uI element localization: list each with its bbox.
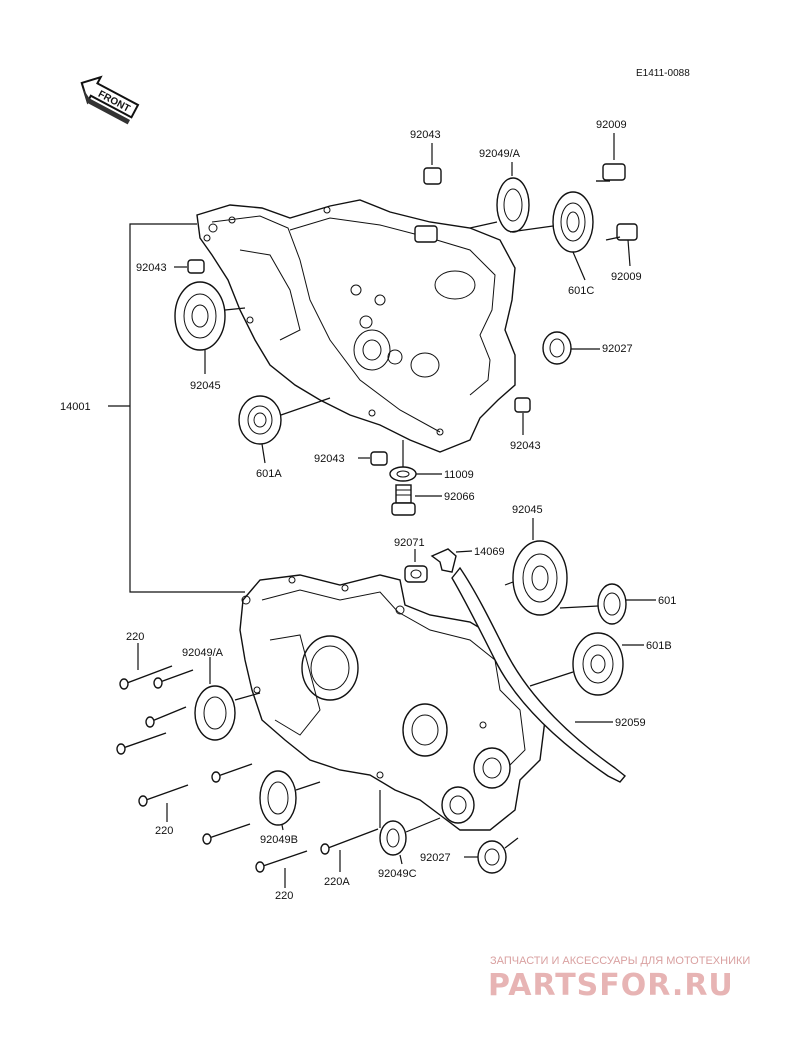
collar-92027-top: [542, 331, 600, 365]
label-92009-mid: 92009: [611, 271, 642, 283]
oil-seal-92049a-top: [469, 162, 530, 233]
label-92071: 92071: [394, 537, 425, 549]
dowel-pin-92043-top: [423, 143, 442, 185]
watermark-tagline: ЗАПЧАСТИ И АКСЕССУАРЫ ДЛЯ МОТОТЕХНИКИ: [490, 955, 750, 967]
crankcase-assembly-bracket: [108, 223, 245, 593]
label-92045-left: 92045: [190, 380, 221, 392]
breather-elbow-14069: [430, 548, 473, 573]
bolt-220-group-top: [119, 643, 194, 690]
collar-92027-low: [464, 837, 519, 874]
watermark-logo: PARTSFOR.RU: [488, 968, 734, 1003]
label-92059: 92059: [615, 717, 646, 729]
upper-crankcase-half: [196, 199, 516, 453]
label-220-c: 220: [275, 890, 293, 902]
bolt-220-group-mid: [116, 706, 253, 822]
dowel-pin-92043-right: [514, 397, 531, 435]
drain-plug-92066: [391, 484, 442, 516]
breather-hose-92059: [451, 566, 626, 783]
screw-92009-mid: [605, 223, 638, 267]
ball-bearing-601a: [238, 395, 331, 464]
label-92049c: 92049C: [378, 868, 417, 880]
oil-seal-92049a-low: [194, 657, 261, 741]
label-11009: 11009: [444, 469, 474, 481]
label-220-a: 220: [126, 631, 144, 643]
label-92043-right: 92043: [510, 440, 541, 452]
label-92049a-top: 92049/A: [479, 148, 521, 160]
label-14001: 14001: [60, 401, 91, 413]
dowel-pin-92043-left: [174, 259, 205, 274]
lower-crankcase-half: [239, 574, 546, 831]
ball-bearing-92045-right: [504, 518, 568, 616]
oil-seal-92049c: [379, 817, 441, 865]
label-92045-right: 92045: [512, 504, 543, 516]
diagram-code: E1411-0088: [636, 68, 690, 79]
label-601a: 601A: [256, 468, 282, 480]
ball-bearing-601c: [509, 191, 594, 281]
label-220-b: 220: [155, 825, 173, 837]
label-601c: 601C: [568, 285, 594, 297]
label-220a: 220A: [324, 876, 350, 888]
hose-fitting-92071: [404, 549, 428, 583]
label-92009-top: 92009: [596, 119, 627, 131]
ball-bearing-601: [559, 583, 656, 625]
dowel-pin-92043-mid: [358, 451, 388, 466]
oil-seal-92049b: [259, 770, 321, 831]
ball-bearing-92045-left: [174, 281, 246, 374]
bolt-220-group-bottom: [202, 823, 308, 888]
label-92066: 92066: [444, 491, 475, 503]
ball-bearing-601b: [529, 632, 644, 696]
label-601b: 601B: [646, 640, 672, 652]
label-92027-top: 92027: [602, 343, 633, 355]
label-92027-low: 92027: [420, 852, 451, 864]
screw-92009-top: [596, 133, 626, 182]
front-arrow-icon: FRONT: [80, 75, 140, 125]
label-14069: 14069: [474, 546, 505, 558]
bolt-220a: [320, 790, 381, 872]
label-92043-left: 92043: [136, 262, 167, 274]
label-92049a-low: 92049/A: [182, 647, 224, 659]
label-601: 601: [658, 595, 676, 607]
label-92043-mid: 92043: [314, 453, 345, 465]
gasket-11009: [389, 440, 442, 482]
label-92043-top: 92043: [410, 129, 441, 141]
label-92049b: 92049B: [260, 834, 298, 846]
